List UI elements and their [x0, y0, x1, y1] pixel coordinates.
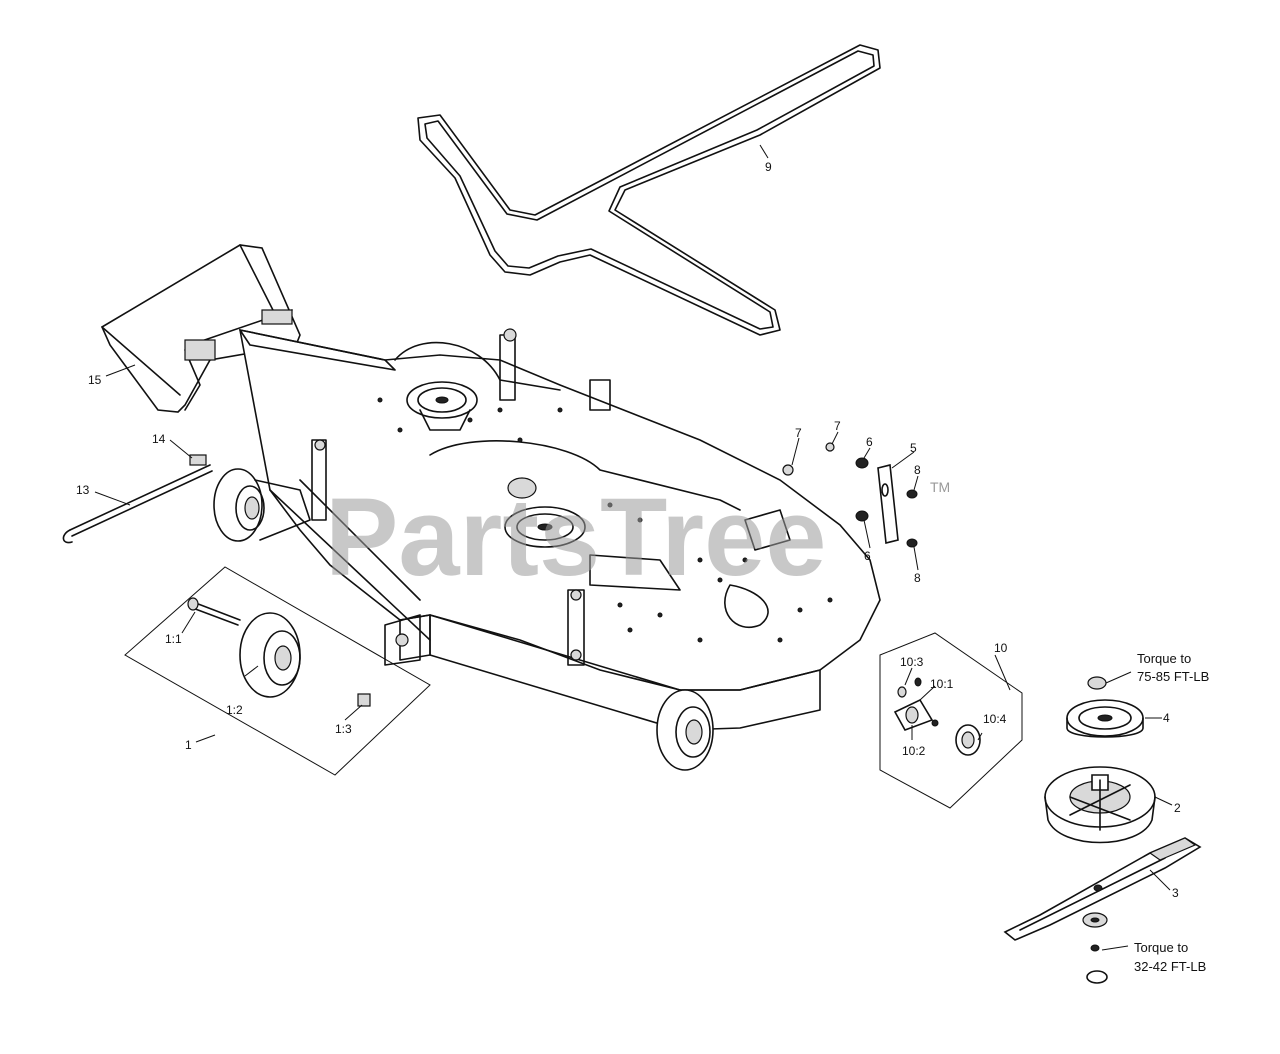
callout-10-4: 10:4 [983, 712, 1007, 726]
blade-3[interactable] [1003, 837, 1202, 941]
lift-rod-13[interactable] [62, 464, 213, 544]
deck-brackets [311, 328, 791, 666]
callout-15: 15 [88, 373, 102, 387]
discharge-chute-15[interactable] [100, 244, 301, 413]
anti-scalp-bracket [384, 614, 421, 666]
callout-8a: 8 [914, 463, 921, 477]
callout-2: 2 [1174, 801, 1181, 815]
callout-13: 13 [76, 483, 90, 497]
callout-6a: 6 [866, 435, 873, 449]
callout-6b: 6 [864, 549, 871, 563]
wheel-assembly-1[interactable] [124, 566, 431, 776]
spring-14[interactable] [189, 454, 207, 466]
bracket-5[interactable] [877, 464, 899, 544]
leader-lines [94, 144, 1173, 951]
belt-9[interactable] [417, 44, 881, 336]
callout-14: 14 [152, 432, 166, 446]
torque-note-top-line2: 75-85 FT-LB [1137, 669, 1209, 684]
callout-7b: 7 [834, 419, 841, 433]
pulley-4[interactable] [1066, 699, 1144, 738]
hardware-6-7-8[interactable] [782, 442, 918, 548]
callout-7a: 7 [795, 426, 802, 440]
callout-10-1: 10:1 [930, 677, 954, 691]
nut-top[interactable] [1087, 676, 1107, 690]
deck-holes [377, 397, 833, 643]
callout-1: 1 [185, 738, 192, 752]
callout-4: 4 [1163, 711, 1170, 725]
callout-8b: 8 [914, 571, 921, 585]
callout-1-2: 1:2 [226, 703, 243, 717]
torque-note-bottom-line1: Torque to [1134, 940, 1188, 955]
callout-labels: 9 15 14 13 1:1 1:2 1:3 1 7 7 6 5 8 6 8 1… [76, 160, 1181, 900]
deck-spindle-center[interactable] [504, 477, 586, 548]
watermark-tm: TM [930, 479, 950, 495]
watermark-text: PartsTree [325, 476, 826, 599]
callout-10: 10 [994, 641, 1008, 655]
blade-washer-nut[interactable] [1082, 912, 1108, 984]
deck-left-wheel[interactable] [213, 468, 311, 542]
torque-note-bottom-line2: 32-42 FT-LB [1134, 959, 1206, 974]
callout-1-1: 1:1 [165, 632, 182, 646]
callout-10-3: 10:3 [900, 655, 924, 669]
callout-3: 3 [1172, 886, 1179, 900]
callout-1-3: 1:3 [335, 722, 352, 736]
callout-10-2: 10:2 [902, 744, 926, 758]
watermark: PartsTree TM [325, 476, 950, 599]
spindle-housing-2[interactable] [1044, 766, 1156, 844]
callout-5: 5 [910, 441, 917, 455]
deck-spindle-left[interactable] [406, 381, 478, 431]
torque-notes: Torque to 75-85 FT-LB Torque to 32-42 FT… [1134, 651, 1209, 974]
deck-right-wheel[interactable] [656, 689, 714, 771]
callout-9: 9 [765, 160, 772, 174]
torque-note-top-line1: Torque to [1137, 651, 1191, 666]
idler-assembly-10[interactable] [879, 632, 1023, 809]
